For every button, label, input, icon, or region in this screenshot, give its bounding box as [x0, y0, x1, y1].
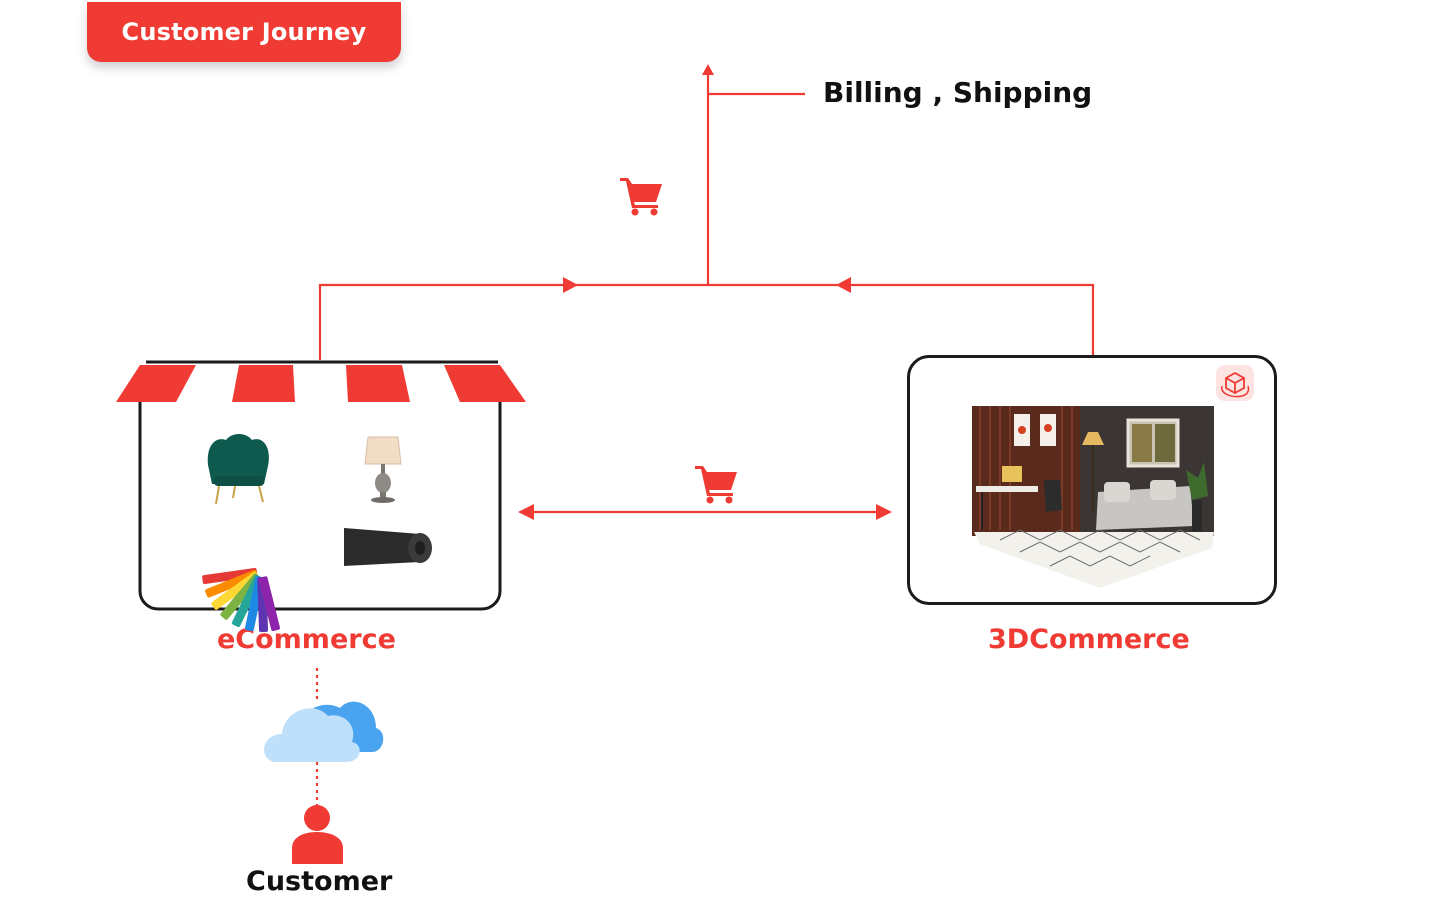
- left-branch-arrowhead: [563, 277, 578, 293]
- rolled-rug-image: [344, 528, 432, 566]
- right-two-way-arrowhead: [876, 504, 892, 520]
- table-lamp-image: [364, 436, 402, 503]
- three-d-commerce-label: 3DCommerce: [988, 624, 1190, 655]
- awning-stripe: [232, 365, 295, 402]
- user-icon: [292, 805, 343, 864]
- right-branch-line: [708, 283, 1095, 355]
- ecommerce-store: [116, 360, 526, 633]
- up-arrowhead: [702, 64, 714, 75]
- color-swatch-fan-image: [202, 568, 280, 633]
- right-branch-arrowhead: [836, 277, 851, 293]
- armchair-image: [207, 434, 269, 505]
- badge-title: Customer Journey: [121, 18, 367, 46]
- awning-stripe: [346, 365, 410, 402]
- customer-journey-badge: Customer Journey: [87, 2, 401, 62]
- left-branch-line: [318, 283, 708, 362]
- three-d-room-image: [972, 406, 1214, 588]
- 3d-cube-rotate-icon: [1216, 365, 1254, 401]
- cloud-icon: [264, 701, 384, 762]
- shopping-cart-icon: [620, 178, 662, 216]
- awning-stripe: [116, 365, 196, 402]
- customer-label: Customer: [246, 866, 393, 897]
- arrow-heads: [518, 64, 892, 520]
- left-two-way-arrowhead: [518, 504, 534, 520]
- shopping-cart-icon: [695, 466, 737, 504]
- awning-stripe: [444, 365, 526, 402]
- billing-shipping-label: Billing , Shipping: [823, 76, 1093, 109]
